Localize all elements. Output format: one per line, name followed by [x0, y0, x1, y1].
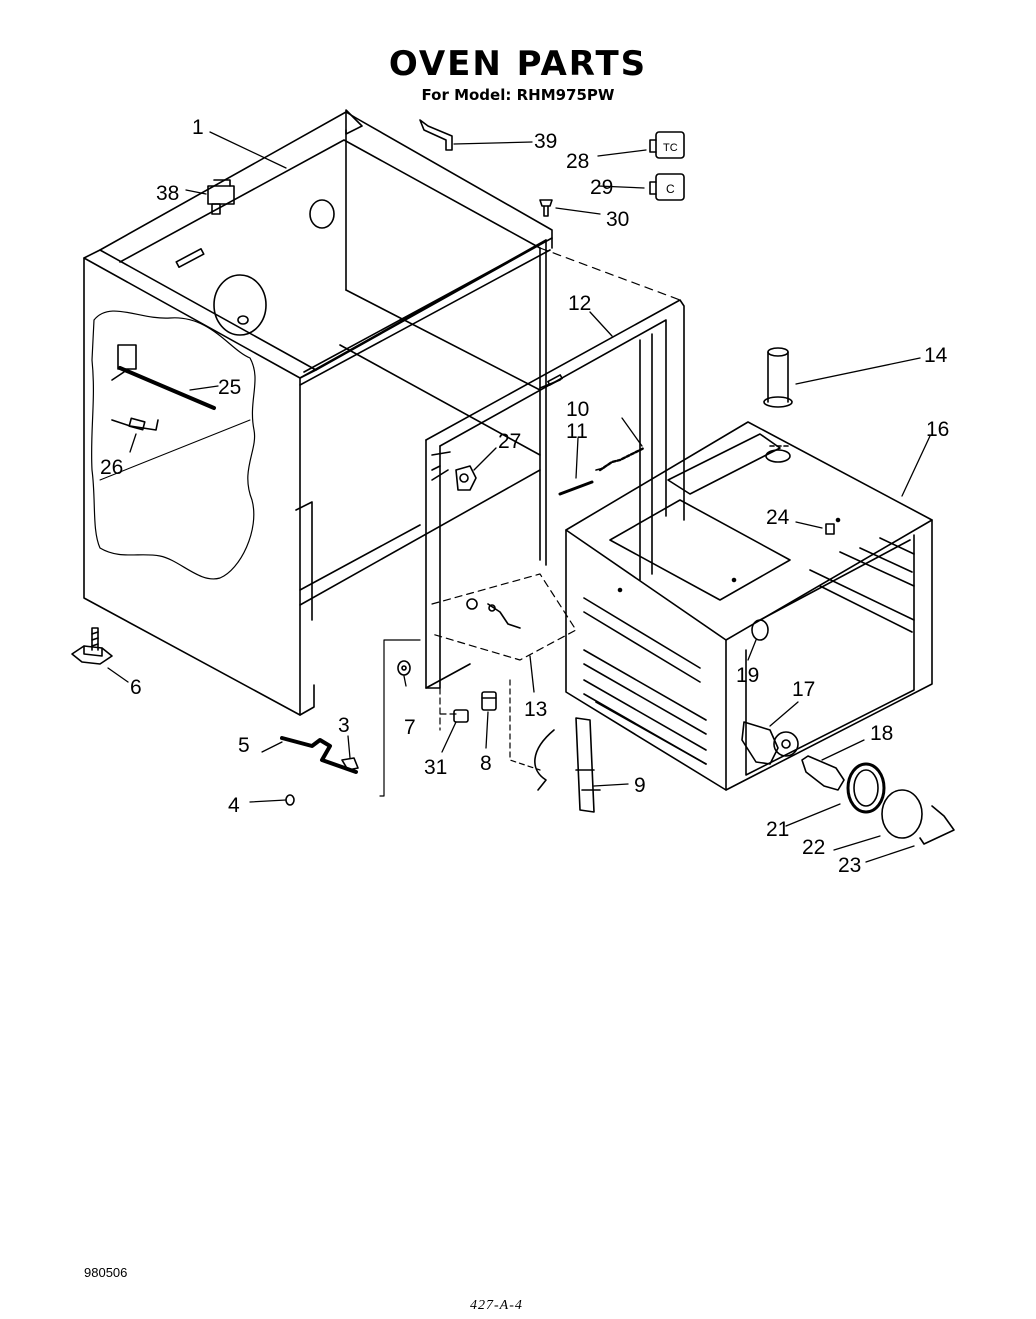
cabinet-frame — [83, 109, 561, 716]
bushing-8 — [481, 691, 497, 711]
callout-7: 7 — [404, 716, 416, 739]
callout-11: 11 — [566, 420, 588, 443]
light-socket-17 — [741, 721, 799, 765]
lens-22 — [881, 789, 923, 839]
callout-25: 25 — [218, 376, 241, 399]
clip-4 — [285, 794, 295, 806]
callout-6: 6 — [130, 676, 142, 699]
callout-21: 21 — [766, 818, 789, 841]
latch-link-5 — [280, 736, 358, 774]
document-code: 980506 — [84, 1265, 128, 1280]
callout-9: 9 — [634, 774, 646, 797]
hinge-9 — [509, 679, 601, 813]
callout-38: 38 — [156, 182, 179, 205]
light-bulb-18 — [801, 755, 845, 791]
switch-38 — [207, 179, 235, 215]
callout-39: 39 — [534, 130, 557, 153]
page-title: OVEN PARTS — [388, 44, 648, 84]
callout-24: 24 — [766, 506, 790, 529]
sensor-probe — [111, 417, 159, 431]
part-29-mark: C — [666, 182, 675, 196]
callout-10: 10 — [566, 398, 589, 421]
oven-liner — [565, 421, 933, 791]
thermal-cutoff-29 — [649, 173, 685, 201]
front-frame — [425, 247, 685, 689]
callout-19: 19 — [736, 664, 759, 687]
link-11 — [558, 480, 594, 496]
callout-22: 22 — [802, 836, 825, 859]
callout-23: 23 — [838, 854, 861, 877]
plate-13 — [431, 573, 577, 661]
callout-14: 14 — [924, 344, 948, 367]
callout-4: 4 — [228, 794, 240, 817]
callout-5: 5 — [238, 734, 250, 757]
washer-7 — [397, 660, 411, 676]
retainer-23 — [919, 805, 955, 845]
callout-16: 16 — [926, 418, 949, 441]
page-code: 427-A-4 — [470, 1298, 523, 1313]
screw-30 — [539, 199, 553, 217]
callout-12: 12 — [568, 292, 591, 315]
callout-13: 13 — [524, 698, 547, 721]
callout-29: 29 — [590, 176, 613, 199]
bracket-39 — [419, 119, 453, 151]
door-spring-10 — [595, 446, 646, 472]
gasket-21 — [846, 762, 886, 814]
callout-30: 30 — [606, 208, 629, 231]
model-subtitle: For Model: RHM975PW — [421, 86, 615, 104]
callout-labels: 1 3 4 5 6 7 8 9 10 11 12 13 14 16 17 18 … — [100, 116, 949, 877]
thermostat-27 — [455, 465, 477, 491]
leveling-leg — [71, 627, 113, 665]
callout-3: 3 — [338, 714, 350, 737]
vent-tube-14 — [763, 347, 793, 463]
callout-17: 17 — [792, 678, 815, 701]
plug-19 — [751, 619, 769, 641]
callout-18: 18 — [870, 722, 893, 745]
nut-3 — [341, 757, 359, 771]
callout-26: 26 — [100, 456, 123, 479]
callout-8: 8 — [480, 752, 492, 775]
callout-28: 28 — [566, 150, 589, 173]
callout-27: 27 — [498, 430, 521, 453]
broil-element-bracket — [111, 344, 216, 410]
part-28-mark: TC — [663, 142, 678, 154]
bushing-31 — [453, 709, 469, 723]
leader-lines — [107, 131, 931, 863]
callout-1: 1 — [192, 116, 204, 139]
clip-24 — [825, 523, 835, 535]
callout-31: 31 — [424, 756, 447, 779]
thermal-cutoff-28 — [649, 131, 685, 159]
